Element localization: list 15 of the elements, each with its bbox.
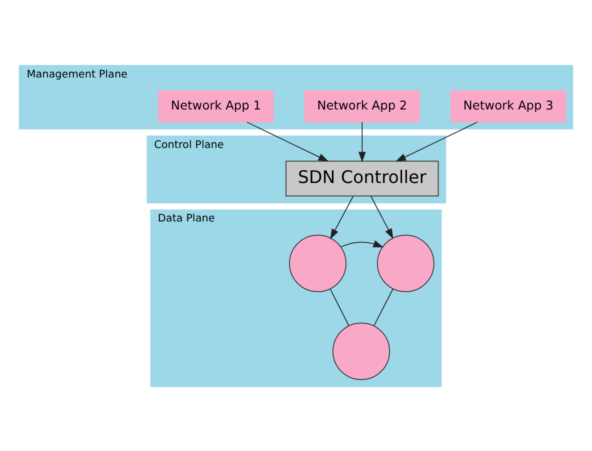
cluster: Data Plane bbox=[150, 208, 442, 386]
arrow bbox=[395, 121, 478, 162]
node-box: Network App 2 bbox=[304, 90, 420, 122]
arrow bbox=[358, 121, 366, 162]
connector bbox=[373, 288, 394, 326]
node-box: Network App 3 bbox=[450, 90, 566, 122]
node-box: Network App 1 bbox=[158, 90, 274, 122]
connector bbox=[330, 288, 350, 326]
node-circle bbox=[332, 322, 390, 380]
node-circle bbox=[289, 234, 346, 292]
arrow bbox=[330, 195, 354, 239]
arrow bbox=[370, 195, 394, 239]
node-circle bbox=[376, 234, 434, 292]
node-box: SDN Controller bbox=[286, 160, 439, 196]
arrow bbox=[340, 240, 384, 247]
